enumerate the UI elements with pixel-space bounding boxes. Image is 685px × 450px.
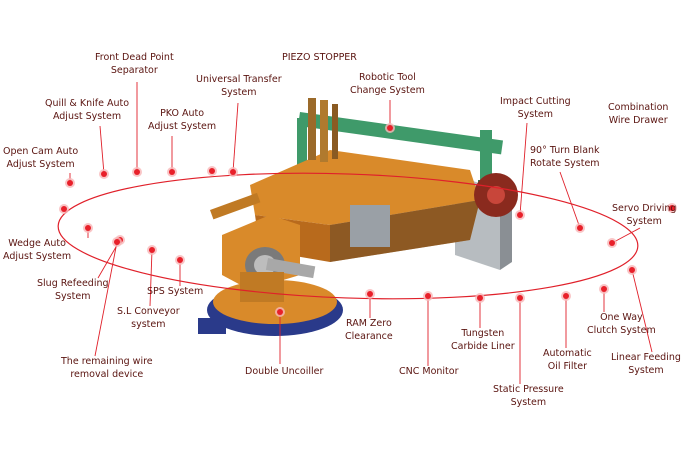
ring-marker — [230, 169, 236, 175]
ring-marker — [209, 168, 215, 174]
label-universal-transfer-system: Universal Transfer System — [196, 74, 282, 98]
label-pko-auto-adjust-system: PKO Auto Adjust System — [148, 108, 217, 132]
gantry-beam — [298, 111, 504, 155]
leader-line — [99, 125, 105, 175]
label-impact-cutting-system: Impact Cutting System — [500, 96, 571, 120]
ring-marker — [101, 171, 107, 177]
feeder-arm — [210, 192, 261, 220]
ring-marker — [577, 225, 583, 231]
heading-machine-illustration — [198, 98, 518, 336]
label-ram-zero-clearance: RAM Zero Clearance — [345, 318, 393, 342]
column-c — [332, 104, 338, 159]
ring-markers — [59, 123, 677, 317]
ring-marker — [134, 169, 140, 175]
column-a — [308, 98, 316, 160]
leader-line — [519, 122, 528, 216]
ring-marker — [387, 125, 393, 131]
gantry-arm — [480, 130, 492, 185]
label-slug-refeeding-system: Slug Refeeding System — [37, 278, 109, 302]
wire-shaft — [265, 258, 316, 279]
label-combination-wire-drawer: Combination Wire Drawer — [608, 102, 669, 126]
drive-wheel-hub — [487, 186, 505, 204]
label-front-dead-point-separator: Front Dead Point Separator — [95, 52, 174, 76]
ring-marker — [85, 225, 91, 231]
ring-marker — [425, 293, 431, 299]
label-servo-driving-system: Servo Driving System — [612, 203, 677, 227]
ring-marker — [629, 267, 635, 273]
label-robotic-tool-change-system: Robotic Tool Change System — [350, 72, 425, 96]
label-one-way-clutch-system: One Way Clutch System — [587, 312, 656, 336]
label-sl-conveyor-system: S.L Conveyor system — [117, 306, 180, 330]
feature-ring — [57, 172, 639, 300]
ring-marker — [563, 293, 569, 299]
label-static-pressure-system: Static Pressure System — [493, 384, 564, 408]
leader-line — [94, 241, 118, 357]
ring-marker — [477, 295, 483, 301]
ring-marker — [149, 247, 155, 253]
ring-marker — [169, 169, 175, 175]
label-automatic-oil-filter: Automatic Oil Filter — [543, 348, 592, 372]
ring-marker — [517, 295, 523, 301]
leader-line — [149, 249, 153, 307]
leader-line — [631, 269, 653, 353]
label-double-uncoiller: Double Uncoiller — [245, 366, 324, 377]
label-piezo-stopper: PIEZO STOPPER — [282, 52, 357, 63]
feature-ring-outline — [57, 172, 639, 300]
ring-marker — [517, 212, 523, 218]
label-open-cam-auto-adjust-system: Open Cam Auto Adjust System — [3, 146, 79, 170]
label-sps-system: SPS System — [147, 286, 204, 297]
column-b — [320, 100, 328, 162]
ring-marker — [669, 205, 675, 211]
label-wedge-auto-adjust-system: Wedge Auto Adjust System — [3, 238, 72, 262]
ring-marker — [177, 257, 183, 263]
uncoiller-motor — [198, 318, 226, 334]
ring-marker — [114, 239, 120, 245]
label-cnc-monitor: CNC Monitor — [399, 366, 459, 377]
leader-line — [232, 102, 239, 173]
ring-marker — [609, 240, 615, 246]
ring-marker — [277, 309, 283, 315]
label-tungsten-carbide-liner: Tungsten Carbide Liner — [451, 328, 515, 352]
label-quill-knife-auto-adjust-system: Quill & Knife Auto Adjust System — [45, 98, 130, 122]
ring-marker — [601, 286, 607, 292]
leader-line — [611, 227, 641, 244]
label-turn-blank-rotate-system: 90° Turn Blank Rotate System — [530, 145, 600, 169]
machine-body-top — [250, 150, 480, 225]
uncoiller-pedestal — [240, 272, 284, 302]
ring-marker — [61, 206, 67, 212]
leader-line — [559, 171, 581, 229]
ring-marker — [67, 180, 73, 186]
label-linear-feeding-system: Linear Feeding System — [611, 352, 681, 376]
label-remaining-wire-removal-device: The remaining wire removal device — [61, 356, 153, 380]
ring-marker — [367, 291, 373, 297]
cabinet — [350, 205, 390, 247]
